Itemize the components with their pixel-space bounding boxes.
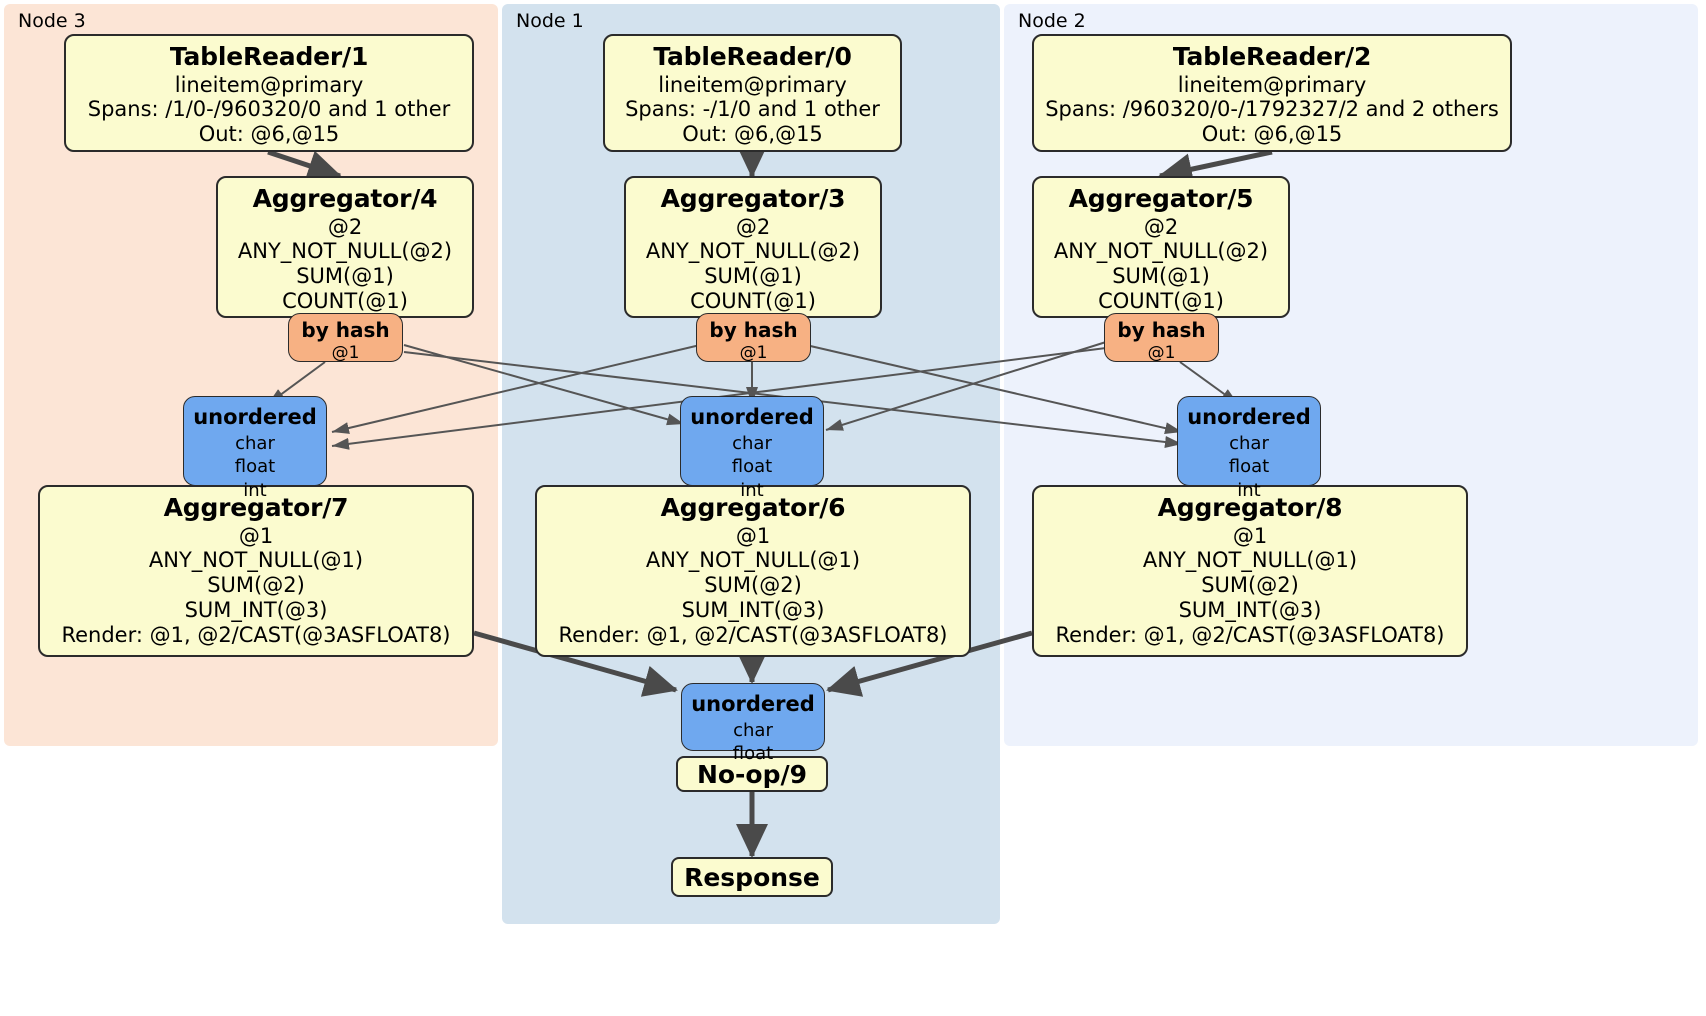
synchronizer-label: unordered	[691, 692, 815, 716]
processor-title: TableReader/2	[1172, 42, 1372, 71]
processor-line: @1	[735, 523, 771, 548]
processor-line: @1	[1232, 523, 1268, 548]
synchronizer-type: int	[1237, 480, 1261, 502]
processor-line: COUNT(@1)	[282, 288, 408, 313]
processor-line: SUM_INT(@3)	[1178, 597, 1322, 622]
synchronizer-final[interactable]: unordered char float	[681, 683, 825, 764]
processor-title: Aggregator/5	[1068, 184, 1254, 213]
hash-router-label: by hash	[301, 318, 390, 342]
processor-line: SUM(@2)	[704, 573, 802, 598]
processor-box-aggregator6[interactable]: Aggregator/6 @1 ANY_NOT_NULL(@1) SUM(@2)…	[535, 485, 971, 657]
synchronizer-type: float	[234, 456, 276, 478]
hash-router-mid[interactable]: by hash @1	[696, 313, 811, 363]
synchronizer-label: unordered	[1187, 405, 1311, 429]
processor-line: SUM(@2)	[207, 573, 305, 598]
processor-line: Out: @6,@15	[682, 122, 823, 147]
processor-line: SUM_INT(@3)	[681, 597, 825, 622]
processor-line: Render: @1, @2/CAST(@3ASFLOAT8)	[558, 622, 948, 647]
processor-box-tablereader2[interactable]: TableReader/2 lineitem@primary Spans: /9…	[1032, 34, 1512, 152]
processor-line: Out: @6,@15	[1201, 122, 1343, 147]
hash-router-label: by hash	[709, 318, 798, 342]
processor-line: SUM(@2)	[1201, 573, 1299, 598]
processor-box-aggregator3[interactable]: Aggregator/3 @2 ANY_NOT_NULL(@2) SUM(@1)…	[624, 176, 882, 318]
processor-box-tablereader0[interactable]: TableReader/0 lineitem@primary Spans: -/…	[603, 34, 902, 152]
processor-line: ANY_NOT_NULL(@2)	[237, 239, 453, 264]
processor-box-response[interactable]: Response	[671, 857, 833, 897]
hash-router-label: by hash	[1117, 318, 1206, 342]
processor-line: lineitem@primary	[658, 72, 847, 97]
processor-line: ANY_NOT_NULL(@2)	[1053, 239, 1269, 264]
processor-line: Spans: -/1/0 and 1 other	[625, 97, 880, 122]
processor-title: Aggregator/3	[660, 184, 846, 213]
processor-line: lineitem@primary	[174, 72, 364, 97]
processor-line: lineitem@primary	[1177, 72, 1367, 97]
hash-router-right[interactable]: by hash @1	[1104, 313, 1219, 363]
hash-router-sublabel: @1	[739, 343, 768, 363]
processor-line: SUM(@1)	[1112, 264, 1210, 289]
node-panel-label-node2: Node 2	[1018, 10, 1086, 32]
synchronizer-mid[interactable]: unordered char float int	[680, 396, 824, 501]
synchronizer-type: char	[732, 432, 772, 454]
processor-title: TableReader/1	[169, 42, 369, 71]
hash-router-sublabel: @1	[331, 343, 360, 363]
synchronizer-type: float	[731, 456, 773, 478]
processor-line: @1	[238, 523, 274, 548]
processor-line: SUM(@1)	[704, 264, 802, 289]
processor-title: Aggregator/4	[252, 184, 438, 213]
processor-line: ANY_NOT_NULL(@1)	[645, 548, 861, 573]
processor-title: Response	[684, 862, 820, 892]
processor-box-aggregator5[interactable]: Aggregator/5 @2 ANY_NOT_NULL(@2) SUM(@1)…	[1032, 176, 1290, 318]
node-panel-label-node3: Node 3	[18, 10, 86, 32]
processor-line: Render: @1, @2/CAST(@3ASFLOAT8)	[61, 622, 451, 647]
processor-line: Render: @1, @2/CAST(@3ASFLOAT8)	[1055, 622, 1445, 647]
processor-title: TableReader/0	[653, 42, 852, 71]
synchronizer-type: char	[1229, 432, 1269, 454]
processor-line: ANY_NOT_NULL(@1)	[1142, 548, 1358, 573]
processor-title: No-op/9	[696, 759, 808, 789]
synchronizer-label: unordered	[193, 405, 317, 429]
processor-line: Spans: /1/0-/960320/0 and 1 other	[87, 97, 451, 122]
processor-line: COUNT(@1)	[690, 288, 816, 313]
synchronizer-type: float	[1228, 456, 1270, 478]
processor-title: Aggregator/6	[660, 493, 846, 522]
processor-line: ANY_NOT_NULL(@1)	[148, 548, 364, 573]
hash-router-left[interactable]: by hash @1	[288, 313, 403, 363]
synchronizer-label: unordered	[690, 405, 814, 429]
synchronizer-type: int	[740, 480, 764, 502]
processor-box-aggregator7[interactable]: Aggregator/7 @1 ANY_NOT_NULL(@1) SUM(@2)…	[38, 485, 474, 657]
processor-line: Out: @6,@15	[198, 122, 340, 147]
synchronizer-type: int	[243, 480, 267, 502]
processor-title: Aggregator/7	[163, 493, 349, 522]
synchronizer-left[interactable]: unordered char float int	[183, 396, 327, 501]
processor-line: COUNT(@1)	[1098, 288, 1224, 313]
synchronizer-right[interactable]: unordered char float int	[1177, 396, 1321, 501]
processor-box-aggregator8[interactable]: Aggregator/8 @1 ANY_NOT_NULL(@1) SUM(@2)…	[1032, 485, 1468, 657]
processor-line: @2	[327, 214, 363, 239]
processor-line: @2	[735, 214, 771, 239]
hash-router-sublabel: @1	[1147, 343, 1176, 363]
processor-box-noop9[interactable]: No-op/9	[676, 756, 828, 792]
synchronizer-type: float	[732, 743, 774, 765]
processor-line: SUM_INT(@3)	[184, 597, 328, 622]
synchronizer-type: char	[235, 432, 275, 454]
processor-title: Aggregator/8	[1157, 493, 1343, 522]
processor-line: Spans: /960320/0-/1792327/2 and 2 others	[1045, 97, 1499, 122]
synchronizer-type: char	[733, 719, 773, 741]
processor-line: ANY_NOT_NULL(@2)	[645, 239, 861, 264]
node-panel-label-node1: Node 1	[516, 10, 584, 32]
processor-box-tablereader1[interactable]: TableReader/1 lineitem@primary Spans: /1…	[64, 34, 474, 152]
processor-line: SUM(@1)	[296, 264, 394, 289]
processor-line: @2	[1143, 214, 1179, 239]
processor-box-aggregator4[interactable]: Aggregator/4 @2 ANY_NOT_NULL(@2) SUM(@1)…	[216, 176, 474, 318]
